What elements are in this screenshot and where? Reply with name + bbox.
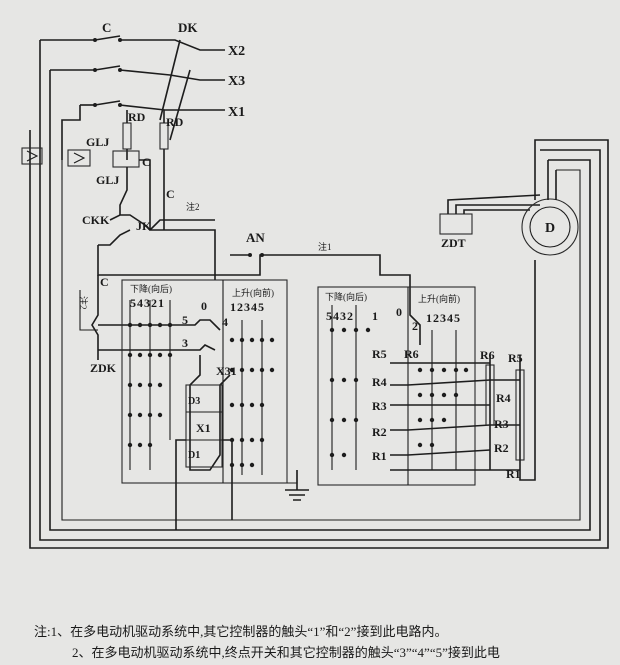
c1-up-nums: 12345 bbox=[230, 300, 265, 314]
c1-up-label: 上升(向前) bbox=[232, 287, 274, 298]
label-note1-tag: 注1 bbox=[318, 241, 332, 252]
res-r1: R1 bbox=[506, 467, 521, 481]
label-glj-2: GLJ bbox=[96, 173, 119, 187]
c2-up-nums: 12345 bbox=[426, 311, 461, 325]
fuse-rd-left bbox=[122, 122, 132, 150]
label-c-mid: C bbox=[166, 187, 175, 201]
c2-one: 1 bbox=[372, 309, 378, 323]
outer-wire-2 bbox=[49, 70, 591, 531]
label-motor-d: D bbox=[545, 221, 555, 236]
outer-wire-left bbox=[39, 40, 601, 541]
relay-glj-coil bbox=[112, 150, 140, 168]
label-c-left: C bbox=[100, 275, 109, 289]
c1-d3: D3 bbox=[188, 396, 200, 407]
c2-two: 2 bbox=[412, 319, 418, 333]
c2-r3: R3 bbox=[372, 399, 387, 413]
label-rd-right: RD bbox=[166, 115, 184, 129]
label-zdk: ZDK bbox=[90, 361, 117, 375]
label-x1: X1 bbox=[228, 105, 245, 120]
c1-down-label: 下降(向后) bbox=[130, 283, 172, 294]
label-rd-left: RD bbox=[128, 110, 146, 124]
wiring-diagram: C DK X2 X3 X1 RD RD GLJ GLJ C CKK JK C 注… bbox=[21, 20, 609, 549]
label-jk: JK bbox=[136, 219, 152, 233]
controller-1-frame bbox=[121, 279, 288, 484]
label-note2-side: 注2 bbox=[78, 296, 89, 310]
label-an: AN bbox=[246, 230, 265, 245]
c2-down-nums: 5432 bbox=[326, 309, 354, 323]
brake-zdt bbox=[439, 213, 473, 235]
footnote-1: 注:1、在多电动机驱动系统中,其它控制器的触头“1”和“2”接到此电路内。 bbox=[34, 624, 448, 639]
c1-c5: 5 bbox=[182, 313, 188, 327]
controller-1-center-block bbox=[185, 384, 223, 468]
c2-zero: 0 bbox=[396, 305, 402, 319]
c1-d1: D1 bbox=[188, 450, 200, 461]
label-x3: X3 bbox=[228, 74, 245, 89]
res-r3: R3 bbox=[494, 417, 509, 431]
controller-2-contacts bbox=[329, 327, 469, 458]
label-zdt: ZDT bbox=[441, 236, 466, 250]
label-glj: GLJ bbox=[86, 135, 109, 149]
motor-d bbox=[521, 198, 579, 256]
c2-down-label: 下降(向后) bbox=[325, 291, 367, 302]
label-c-top: C bbox=[102, 20, 111, 35]
c1-down-nums: 54321 bbox=[130, 296, 165, 310]
res-r6: R6 bbox=[480, 348, 495, 362]
c1-x1b: X1 bbox=[196, 421, 211, 435]
res-r2: R2 bbox=[494, 441, 509, 455]
c2-r5: R5 bbox=[372, 347, 387, 361]
c2-r6: R6 bbox=[404, 347, 419, 361]
c1-c4: 4 bbox=[222, 315, 228, 329]
res-r5: R5 bbox=[508, 351, 523, 365]
label-x2: X2 bbox=[228, 44, 245, 59]
footnote-2: 2、在多电动机驱动系统中,终点开关和其它控制器的触头“3”“4”“5”接到此电 bbox=[72, 645, 500, 660]
meter-left bbox=[21, 147, 43, 165]
c1-zero: 0 bbox=[201, 299, 207, 313]
controller-2-frame bbox=[317, 286, 476, 486]
c1-c3: 3 bbox=[182, 336, 188, 350]
outer-wire-3 bbox=[29, 130, 609, 549]
meter-glj bbox=[67, 149, 91, 167]
c2-r1: R1 bbox=[372, 449, 387, 463]
c2-r2: R2 bbox=[372, 425, 387, 439]
label-c-coil: C bbox=[142, 155, 151, 169]
label-dk: DK bbox=[178, 20, 198, 35]
c2-r4: R4 bbox=[372, 375, 387, 389]
c1-x31: X31 bbox=[216, 364, 237, 378]
label-note2-tag: 注2 bbox=[186, 201, 200, 212]
c2-up-label: 上升(向前) bbox=[418, 293, 460, 304]
label-ckk: CKK bbox=[82, 213, 110, 227]
res-r4: R4 bbox=[496, 391, 511, 405]
